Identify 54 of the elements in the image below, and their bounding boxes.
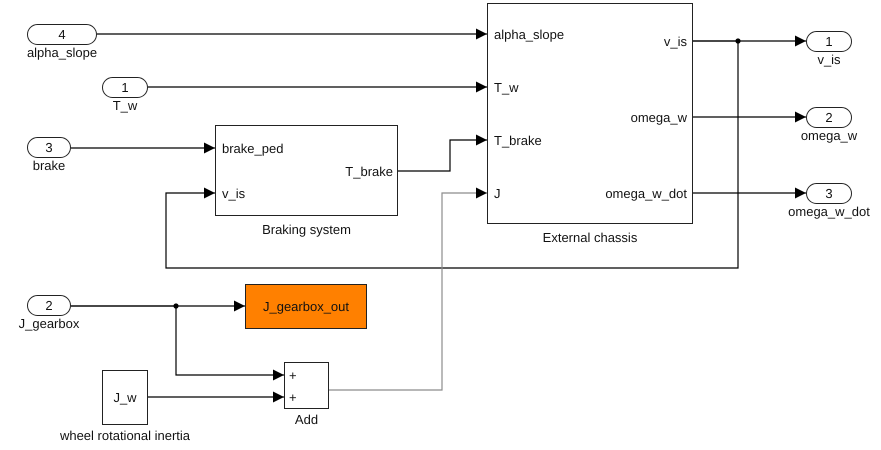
- port-pill: [27, 24, 97, 45]
- block-label: 2: [44, 298, 54, 313]
- port-label: brake_ped: [222, 141, 284, 156]
- block-caption: brake: [32, 158, 66, 173]
- block-caption: omega_w_dot: [788, 204, 870, 219]
- highlighted-block-box: [245, 284, 367, 329]
- block-caption: wheel rotational inertia: [60, 428, 190, 443]
- signal-arrow: [148, 82, 487, 92]
- block-label: 3: [44, 140, 54, 155]
- block-caption: Braking system: [262, 222, 351, 237]
- block-label: J_w: [112, 390, 138, 405]
- signal-arrow: [165, 40, 739, 269]
- signal-arrow: [97, 28, 487, 40]
- port-label: T_brake: [494, 133, 542, 148]
- port-label: omega_w: [630, 110, 687, 125]
- block-caption: T_w: [112, 98, 138, 113]
- port-label: J: [494, 186, 500, 201]
- port-label: v_is: [664, 34, 687, 49]
- signal-arrow: [71, 142, 215, 154]
- port-pill: [27, 137, 71, 158]
- port-label: omega_w_dot: [605, 186, 687, 201]
- port-label: +: [289, 368, 297, 383]
- block-caption: External chassis: [542, 230, 638, 245]
- signal-arrow: [693, 112, 806, 122]
- port-label: alpha_slope: [494, 27, 564, 42]
- block-box: [487, 3, 693, 224]
- port-pill: [806, 31, 852, 52]
- block-label: J_gearbox_out: [262, 299, 350, 314]
- port-label: v_is: [222, 186, 246, 201]
- signal-arrow: [71, 305, 284, 380]
- port-pill: [102, 77, 148, 98]
- block-caption: J_gearbox: [18, 316, 80, 331]
- block-box: [215, 125, 398, 216]
- signal-arrow: [693, 188, 806, 198]
- block-caption: omega_w: [800, 128, 858, 143]
- signal-arrow: [398, 134, 487, 172]
- block-caption: v_is: [817, 52, 841, 67]
- port-pill: [806, 107, 852, 128]
- block-box: [102, 370, 148, 425]
- port-label: T_brake: [345, 164, 393, 179]
- block-label: 2: [824, 110, 834, 125]
- block-label: 1: [824, 34, 834, 49]
- port-pill: [27, 295, 71, 316]
- block-label: 4: [57, 27, 67, 42]
- block-caption: alpha_slope: [26, 45, 98, 60]
- port-pill: [806, 183, 852, 204]
- signal-arrow: [148, 392, 284, 402]
- block-label: 3: [824, 186, 834, 201]
- block-caption: Add: [294, 412, 318, 427]
- port-label: +: [289, 390, 297, 405]
- block-box: [284, 362, 329, 409]
- port-label: T_w: [494, 80, 519, 95]
- signal-arrow: [329, 188, 487, 391]
- block-label: 1: [120, 80, 130, 95]
